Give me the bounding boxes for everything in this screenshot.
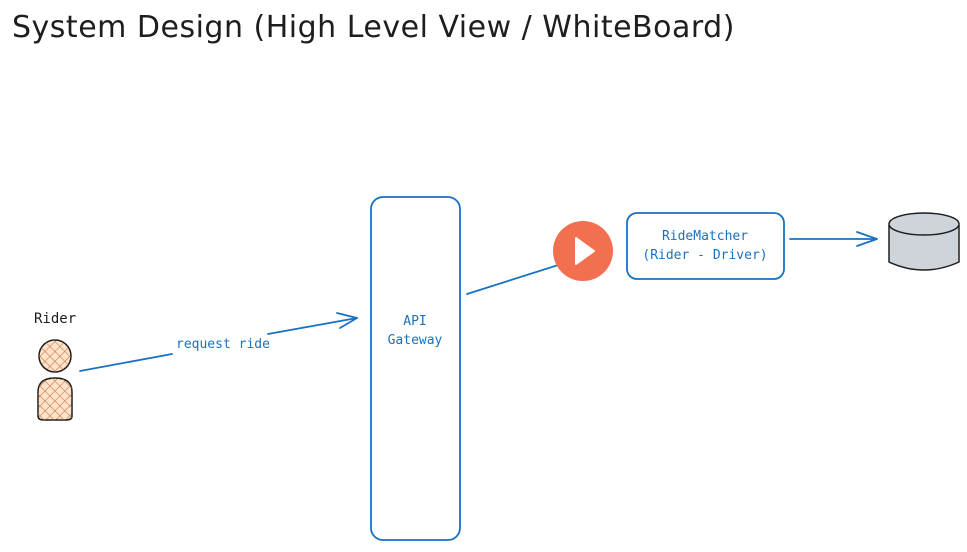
api-gateway-label-line2: Gateway (388, 333, 443, 348)
api-gateway-node[interactable]: API Gateway (370, 196, 461, 541)
page-title: System Design (High Level View / WhiteBo… (12, 10, 735, 45)
ride-matcher-node[interactable]: RideMatcher (Rider - Driver) (626, 212, 785, 280)
database-icon[interactable] (888, 212, 960, 271)
rider-label: Rider (34, 311, 76, 327)
person-icon (37, 339, 73, 421)
request-ride-label: request ride (176, 337, 270, 352)
matcher-to-db-edge[interactable] (789, 231, 878, 247)
rider-actor[interactable]: Rider (34, 311, 76, 421)
ride-matcher-label-line1: RideMatcher (662, 229, 748, 244)
play-button[interactable] (553, 221, 613, 281)
ride-matcher-label-line2: (Rider - Driver) (642, 248, 767, 263)
play-icon (575, 237, 595, 265)
request-ride-edge[interactable]: request ride (79, 312, 358, 372)
api-gateway-label-line1: API (403, 314, 426, 329)
